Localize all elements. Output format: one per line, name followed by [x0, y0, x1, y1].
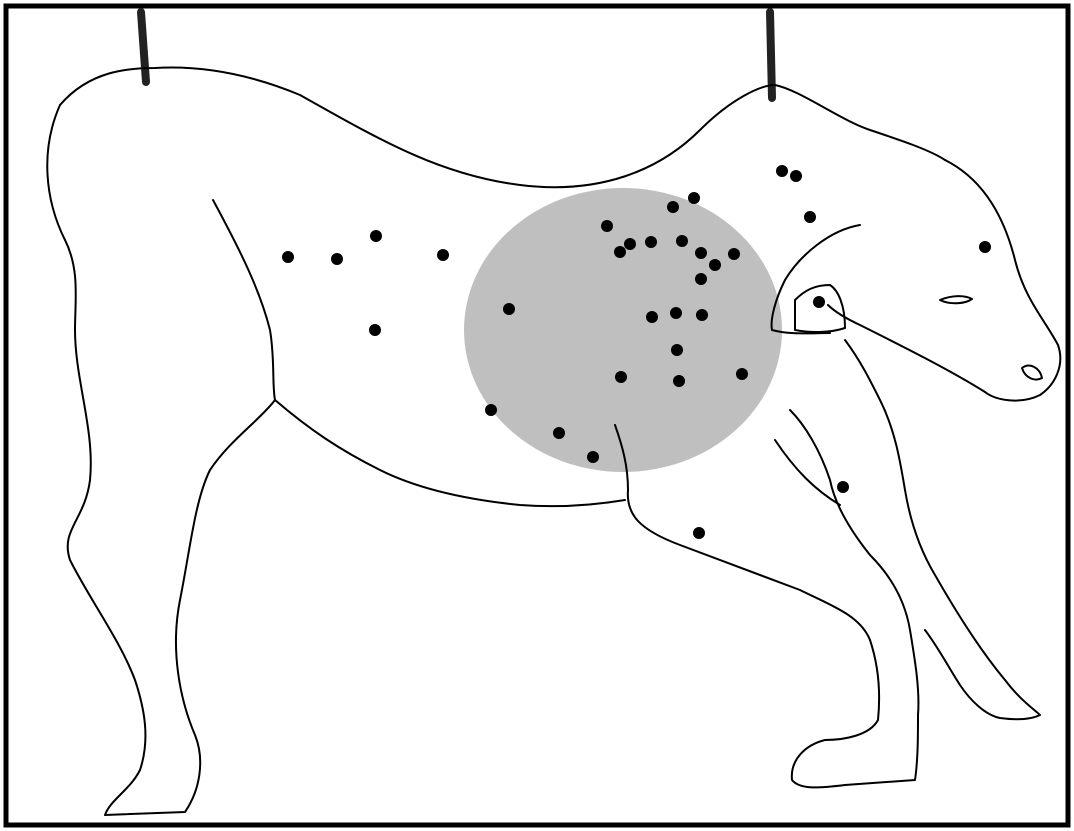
- marker-dot: [614, 246, 626, 258]
- marker-dot: [804, 211, 816, 223]
- target-zone: [464, 188, 782, 472]
- marker-dot: [837, 481, 849, 493]
- marker-dot: [553, 427, 565, 439]
- marker-dot: [695, 247, 707, 259]
- marker-dot: [695, 273, 707, 285]
- far-leg-outline: [845, 340, 1040, 719]
- marker-dot: [813, 296, 825, 308]
- rear-thigh-line: [213, 200, 275, 400]
- marker-dot: [601, 220, 613, 232]
- marker-dot: [624, 238, 636, 250]
- nose-outline: [1022, 366, 1042, 380]
- marker-dot: [370, 230, 382, 242]
- ear-outline: [795, 285, 845, 332]
- rear-leg-outline: [47, 105, 275, 815]
- marker-dot: [667, 201, 679, 213]
- marker-dot: [503, 303, 515, 315]
- back-outline: [60, 68, 945, 188]
- marker-dot: [696, 309, 708, 321]
- marker-dot: [979, 241, 991, 253]
- left-strap: [141, 12, 146, 82]
- marker-dot: [331, 253, 343, 265]
- head-outline: [945, 160, 1060, 401]
- marker-dot: [646, 311, 658, 323]
- marker-dot: [676, 235, 688, 247]
- marker-dot: [776, 165, 788, 177]
- marker-dot: [485, 404, 497, 416]
- marker-dot: [709, 259, 721, 271]
- marker-dot: [688, 192, 700, 204]
- marker-dot: [645, 236, 657, 248]
- marker-dot: [670, 307, 682, 319]
- marker-dot: [282, 251, 294, 263]
- marker-dot: [369, 324, 381, 336]
- marker-dot: [736, 368, 748, 380]
- marker-dot: [728, 248, 740, 260]
- marker-dot: [693, 527, 705, 539]
- shoulder-line: [775, 440, 840, 505]
- marker-dot: [587, 451, 599, 463]
- eye-outline: [940, 296, 972, 303]
- marker-dot: [671, 344, 683, 356]
- marker-dot: [437, 249, 449, 261]
- marker-dot: [790, 170, 802, 182]
- marker-dot: [615, 371, 627, 383]
- marker-dot: [673, 375, 685, 387]
